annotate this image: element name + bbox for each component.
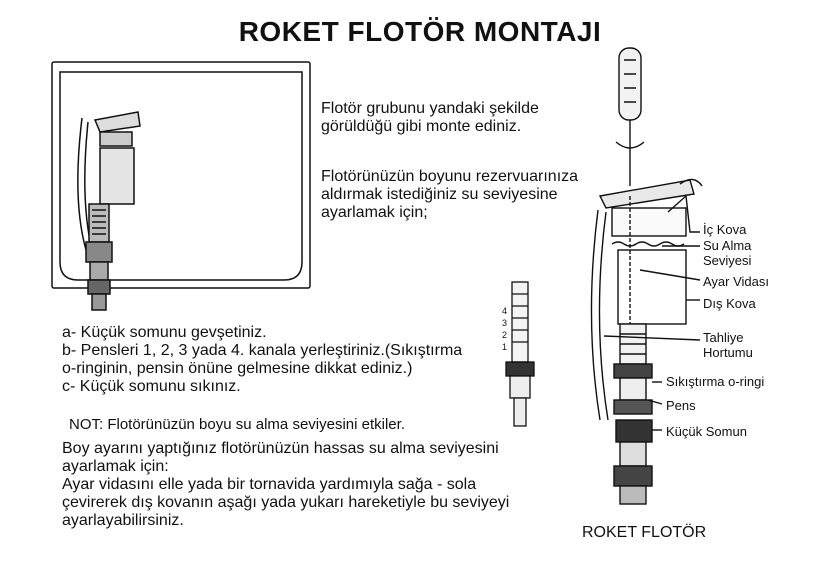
intro-line: Flotör grubunu yandaki şekilde — [321, 100, 539, 117]
pens-drawing — [505, 281, 535, 427]
intro-text-2: Flotörünüzün boyunu rezervuarınıza aldır… — [321, 168, 578, 222]
fine-line: Boy ayarını yaptığınız flotörünüzün hass… — [62, 440, 499, 457]
callout-ayar-vidasi: Ayar Vidası — [703, 274, 770, 289]
callout-dis-kova: Dış Kova — [703, 296, 756, 311]
tank-drawing — [51, 61, 311, 311]
fine-line: ayarlayabilirsiniz. — [62, 512, 184, 529]
step-b-line2: o-ringinin, pensin önüne gelmesine dikka… — [62, 360, 413, 377]
fine-line: Ayar vidasını elle yada bir tornavida ya… — [62, 476, 477, 493]
fine-line: çevirerek dış kovanın aşağı yada yukarı … — [62, 494, 510, 511]
intro-line: Flotörünüzün boyunu rezervuarınıza — [321, 168, 579, 185]
note-text: NOT: Flotörünüzün boyu su alma seviyesin… — [69, 416, 405, 433]
callout-su-alma: Su Alma Seviyesi — [703, 238, 751, 268]
channel-number: 3 — [502, 318, 508, 328]
steps-list: a- Küçük somunu gevşetiniz. b- Pensleri … — [62, 324, 462, 396]
callout-ic-kova: İç Kova — [703, 222, 747, 237]
callout-line: Seviyesi — [703, 253, 752, 268]
callout-line: Su Alma — [703, 238, 752, 253]
rocket-float-drawing — [590, 47, 703, 505]
callout-pens: Pens — [666, 398, 696, 413]
callout-line: Tahliye — [703, 330, 744, 345]
step-c: c- Küçük somunu sıkınız. — [62, 378, 241, 395]
intro-line: ayarlamak için; — [321, 204, 428, 221]
fine-line: ayarlamak için: — [62, 458, 169, 475]
fine-adjust-text: Boy ayarını yaptığınız flotörünüzün hass… — [62, 440, 509, 530]
callout-tahliye-hortumu: Tahliye Hortumu — [703, 330, 753, 360]
step-a: a- Küçük somunu gevşetiniz. — [62, 324, 267, 341]
channel-numbers: 4 3 2 1 — [502, 305, 507, 353]
channel-number: 1 — [502, 342, 508, 352]
callout-sikistirma-oringi: Sıkıştırma o-ringi — [666, 374, 765, 389]
callout-line: Hortumu — [703, 345, 753, 360]
channel-number: 2 — [502, 330, 508, 340]
intro-line: görüldüğü gibi monte ediniz. — [321, 118, 522, 135]
step-b-line1: b- Pensleri 1, 2, 3 yada 4. kanala yerle… — [62, 342, 463, 359]
intro-text: Flotör grubunu yandaki şekilde görüldüğü… — [321, 100, 539, 136]
intro-line: aldırmak istediğiniz su seviyesine — [321, 186, 558, 203]
page-title: ROKET FLOTÖR MONTAJI — [238, 16, 602, 47]
callout-kucuk-somun: Küçük Somun — [666, 424, 747, 439]
figure-caption: ROKET FLOTÖR — [582, 524, 707, 541]
channel-number: 4 — [502, 306, 508, 316]
